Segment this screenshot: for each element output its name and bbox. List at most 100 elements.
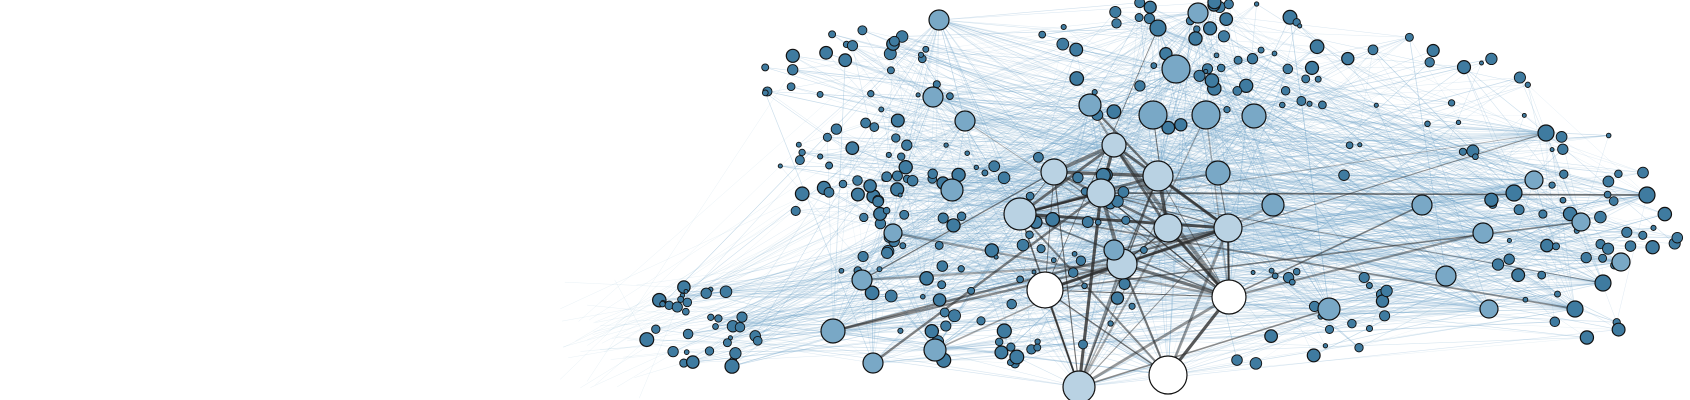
edge-light — [587, 172, 985, 340]
edge-light — [1044, 114, 1207, 291]
edge-light — [739, 104, 1091, 328]
edge-light — [1113, 249, 1330, 310]
edge-light — [1019, 44, 1063, 215]
edge-light — [1296, 271, 1447, 277]
edge-light — [938, 19, 977, 168]
graph-node — [1358, 271, 1370, 284]
graph-node — [1216, 63, 1226, 73]
graph-node — [940, 320, 952, 332]
graph-node — [937, 280, 947, 290]
graph-node — [882, 206, 891, 215]
edge-light — [706, 293, 1080, 388]
graph-node — [1318, 100, 1327, 110]
edge-light — [1175, 68, 1286, 92]
edge-light — [871, 292, 874, 364]
edge-light — [780, 165, 953, 191]
graph-node — [1006, 298, 1017, 310]
edge-light — [1376, 105, 1447, 277]
edge-light — [1113, 249, 1272, 271]
edge-light — [996, 256, 1490, 310]
graph-node — [1094, 218, 1102, 226]
edge-light — [964, 77, 1520, 122]
edge-strong — [1121, 175, 1159, 265]
edge-light — [1217, 17, 1291, 174]
edge-light — [1167, 274, 1519, 376]
graph-node — [786, 82, 796, 92]
graph-node — [838, 267, 845, 274]
edge-light — [1228, 213, 1665, 298]
edge-light — [938, 19, 1115, 251]
edge-light — [932, 96, 1622, 263]
graph-node — [794, 186, 810, 202]
edge-light — [802, 152, 1115, 251]
edge-light — [881, 109, 1115, 251]
graph-node — [1268, 267, 1275, 274]
edge-light — [1292, 221, 1582, 283]
edge-light — [735, 115, 1255, 354]
edge-light — [1062, 43, 1622, 263]
edge-light — [1113, 7, 1151, 146]
edge-light — [687, 279, 863, 303]
edge-light — [892, 68, 1288, 234]
edge-light — [1463, 66, 1515, 194]
edge-light — [942, 144, 1115, 184]
edge-light — [1508, 179, 1535, 260]
edge-light — [802, 193, 1021, 215]
edge-light — [964, 120, 1557, 247]
edge-light — [1253, 115, 1383, 302]
graph-node — [1081, 282, 1088, 290]
graph-node — [1086, 178, 1116, 208]
edge-light — [709, 279, 863, 352]
graph-node — [857, 25, 868, 36]
edge-light — [1220, 67, 1274, 206]
edge-light — [857, 180, 1021, 215]
graph-node — [1034, 338, 1041, 345]
edge-light — [932, 67, 1313, 98]
graph-node — [1062, 370, 1096, 400]
edge-light — [892, 20, 1191, 234]
graph-node — [714, 314, 723, 323]
edge-light — [964, 120, 1563, 150]
edge-light — [832, 308, 1330, 332]
edge-light — [832, 251, 889, 332]
edge-light — [932, 96, 1018, 358]
graph-node — [1611, 322, 1626, 337]
edge-light — [1143, 249, 1490, 310]
edge-light — [897, 189, 1080, 388]
graph-node — [1101, 132, 1127, 158]
edge-light — [1167, 20, 1191, 376]
graph-node — [1006, 342, 1016, 352]
edge-light — [1318, 79, 1447, 277]
edge-light — [900, 156, 936, 351]
graph-node — [1203, 68, 1209, 74]
edge-light — [1351, 308, 1490, 324]
edge-light — [936, 84, 1330, 310]
graph-node — [1205, 160, 1231, 186]
graph-node — [1257, 46, 1265, 54]
graph-node — [798, 148, 806, 157]
edge-light — [894, 41, 1123, 265]
graph-node — [1645, 239, 1660, 255]
edge-light — [861, 38, 1196, 281]
edge-light — [731, 132, 1547, 367]
edge-light — [692, 279, 863, 363]
edge-light — [688, 333, 874, 364]
edge-light — [951, 189, 1111, 324]
edge-light — [1328, 308, 1587, 338]
graph-node — [937, 212, 949, 224]
graph-node — [988, 160, 1001, 173]
edge-light — [832, 180, 913, 332]
graph-node — [1078, 339, 1088, 350]
edge-light — [891, 27, 1159, 297]
edge-light — [895, 137, 1515, 194]
edge-light — [971, 194, 1648, 292]
graph-node — [1580, 251, 1592, 264]
graph-node — [1447, 99, 1456, 107]
edge-light — [1157, 175, 1571, 215]
edge-light — [730, 172, 1219, 338]
edge-light — [1482, 115, 1525, 234]
graph-node — [1033, 343, 1042, 352]
edge-light — [1100, 192, 1383, 302]
graph-node — [685, 355, 700, 369]
edge-light — [1322, 104, 1490, 310]
